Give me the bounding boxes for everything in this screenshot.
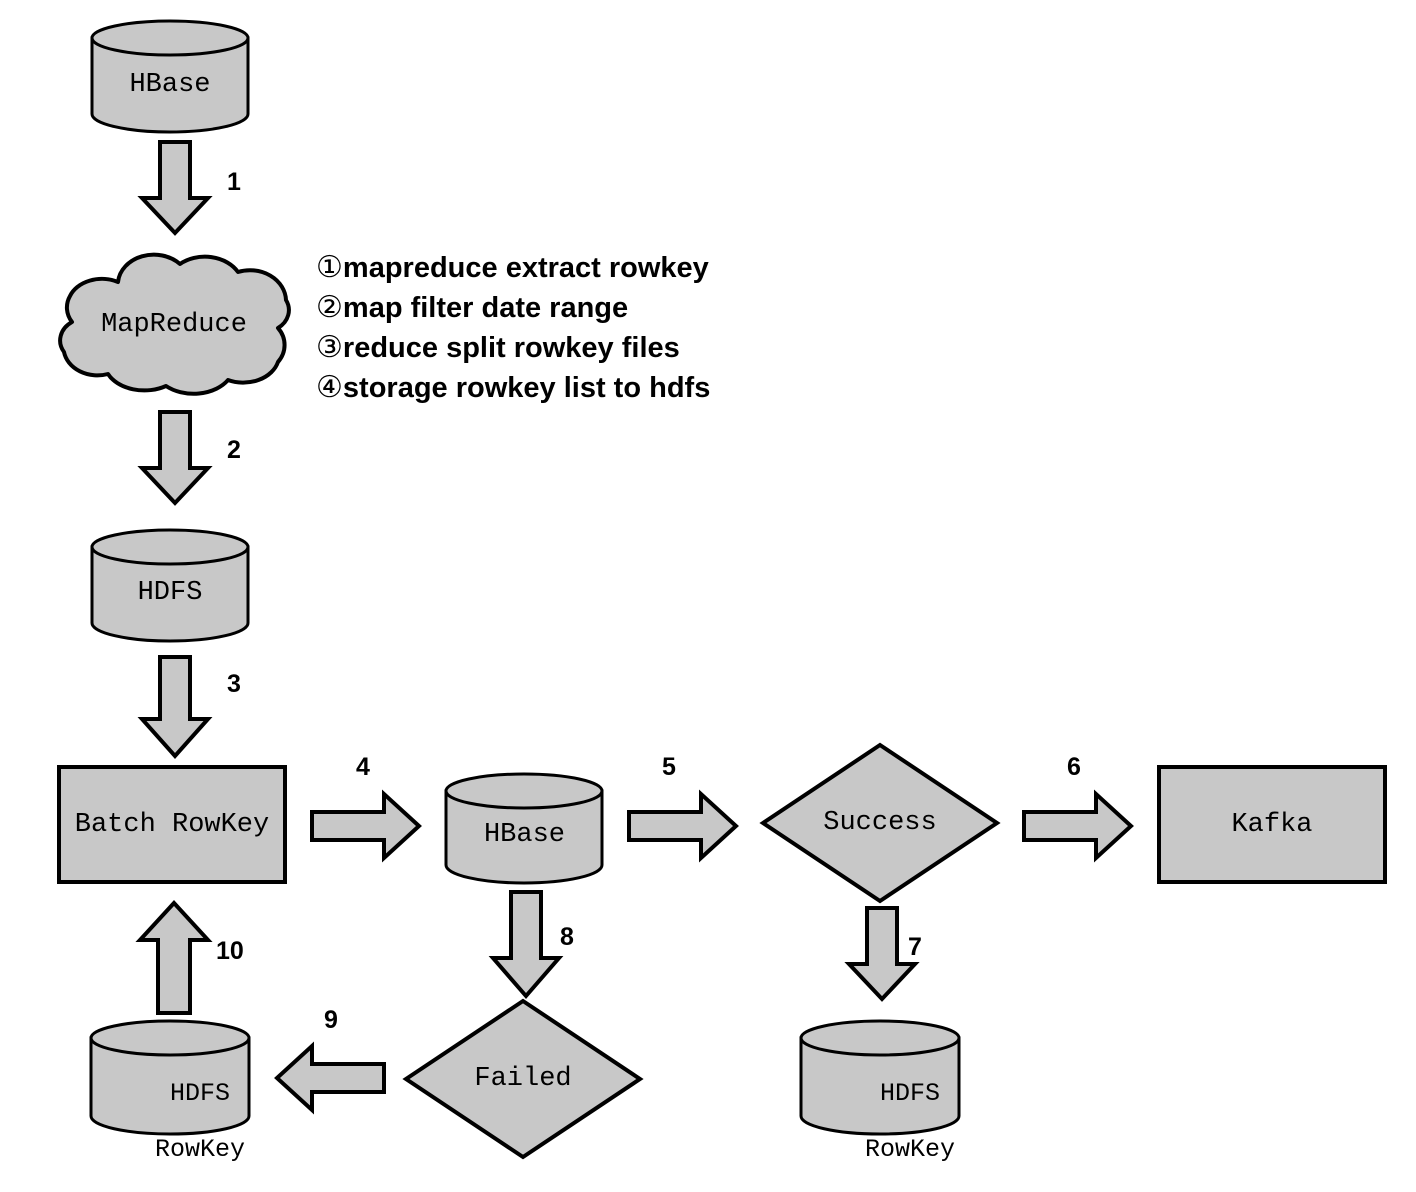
node-batch-rowkey[interactable] [57,765,287,884]
arrow-5-right [627,789,739,863]
notes-list: ①mapreduce extract rowkey ②map filter da… [316,248,710,408]
circled-number-2-icon: ② [316,291,343,324]
circled-number-1-icon: ① [316,251,343,284]
arrow-8-down [488,890,564,1000]
arrow-4-right [310,789,422,863]
arrow-7-down [844,906,920,1002]
node-hbase-mid[interactable] [443,771,606,887]
note-item-2-text: map filter date range [342,292,629,324]
arrow-9-left [274,1041,386,1115]
arrow-2-down [137,410,213,506]
arrow-3-down [137,655,213,760]
note-item-3: ③reduce split rowkey files [316,328,710,368]
flowchart-canvas: HBase 1 MapReduce ①mapreduce extract row… [40,18,1387,1164]
step-label-1: 1 [227,168,241,196]
step-label-6: 6 [1067,753,1081,781]
step-label-8: 8 [560,923,574,951]
note-item-1-text: mapreduce extract rowkey [342,252,709,284]
step-label-9: 9 [324,1006,338,1034]
note-item-3-text: reduce split rowkey files [342,332,680,364]
node-failed[interactable] [402,998,644,1160]
arrow-1-down [137,140,213,236]
step-label-4: 4 [356,753,370,781]
node-hdfs[interactable] [89,527,251,645]
node-kafka[interactable] [1157,765,1387,884]
step-label-7: 7 [908,933,922,961]
step-label-2: 2 [227,436,241,464]
step-label-3: 3 [227,670,241,698]
step-label-10: 10 [216,937,244,965]
note-item-4-text: storage rowkey list to hdfs [342,372,711,404]
node-hdfs-rowkey-right[interactable] [798,1018,962,1138]
note-item-2: ②map filter date range [316,288,710,328]
arrow-10-up [135,900,213,1016]
note-item-4: ④storage rowkey list to hdfs [316,368,710,408]
circled-number-3-icon: ③ [316,331,343,364]
circled-number-4-icon: ④ [316,371,343,404]
hdfs-rowkey-left-line-2: RowKey [155,1135,246,1164]
hdfs-rowkey-right-line-2: RowKey [865,1135,956,1164]
node-hbase-top[interactable] [89,18,251,134]
arrow-6-right [1022,789,1134,863]
step-label-5: 5 [662,753,676,781]
note-item-1: ①mapreduce extract rowkey [316,248,710,288]
node-hdfs-rowkey-left[interactable] [88,1018,252,1138]
node-mapreduce[interactable] [40,248,308,396]
node-success[interactable] [759,742,1001,904]
